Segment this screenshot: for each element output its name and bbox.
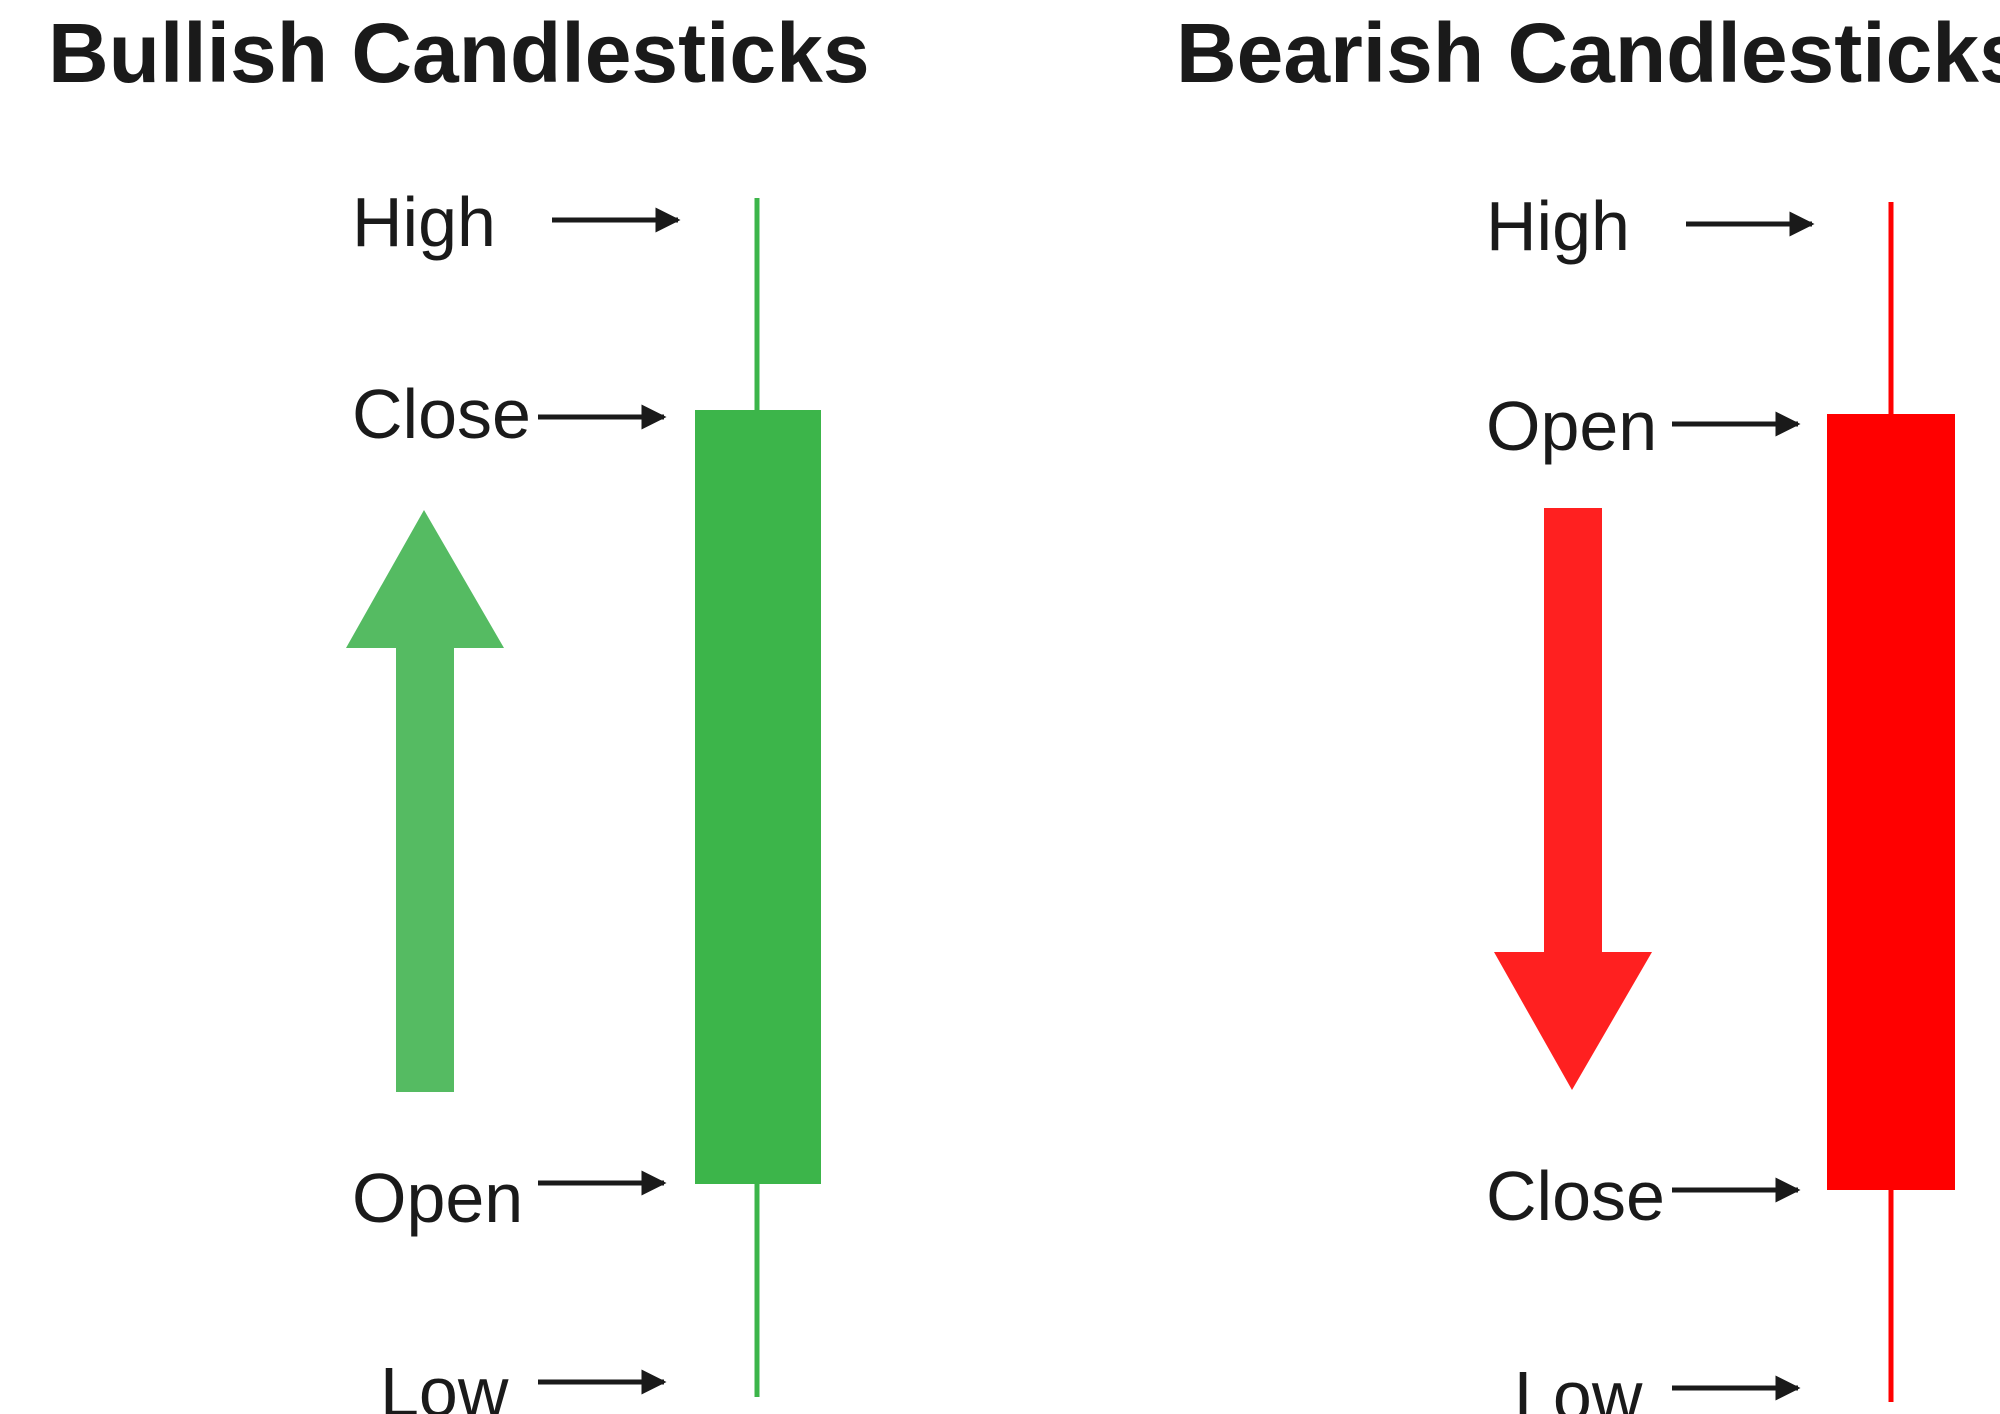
bullish-panel: Bullish Candlesticks High Close Open Low	[48, 6, 870, 1414]
up-arrow-icon	[346, 510, 504, 1092]
bearish-candle-body	[1827, 414, 1955, 1190]
bearish-label-open: Open	[1486, 387, 1657, 465]
bullish-label-close: Close	[352, 375, 531, 453]
bearish-panel: Bearish Candlesticks High Open Close Low	[1176, 6, 2000, 1414]
bullish-title: Bullish Candlesticks	[48, 6, 870, 100]
bearish-label-low: Low	[1514, 1357, 1643, 1414]
bullish-candle-body	[695, 410, 821, 1184]
bearish-title: Bearish Candlesticks	[1176, 6, 2000, 100]
down-arrow-icon	[1494, 508, 1652, 1090]
bearish-label-high: High	[1486, 187, 1630, 265]
bullish-label-low: Low	[380, 1353, 509, 1414]
bullish-label-high: High	[352, 183, 496, 261]
bearish-label-close: Close	[1486, 1157, 1665, 1235]
bullish-label-open: Open	[352, 1159, 523, 1237]
